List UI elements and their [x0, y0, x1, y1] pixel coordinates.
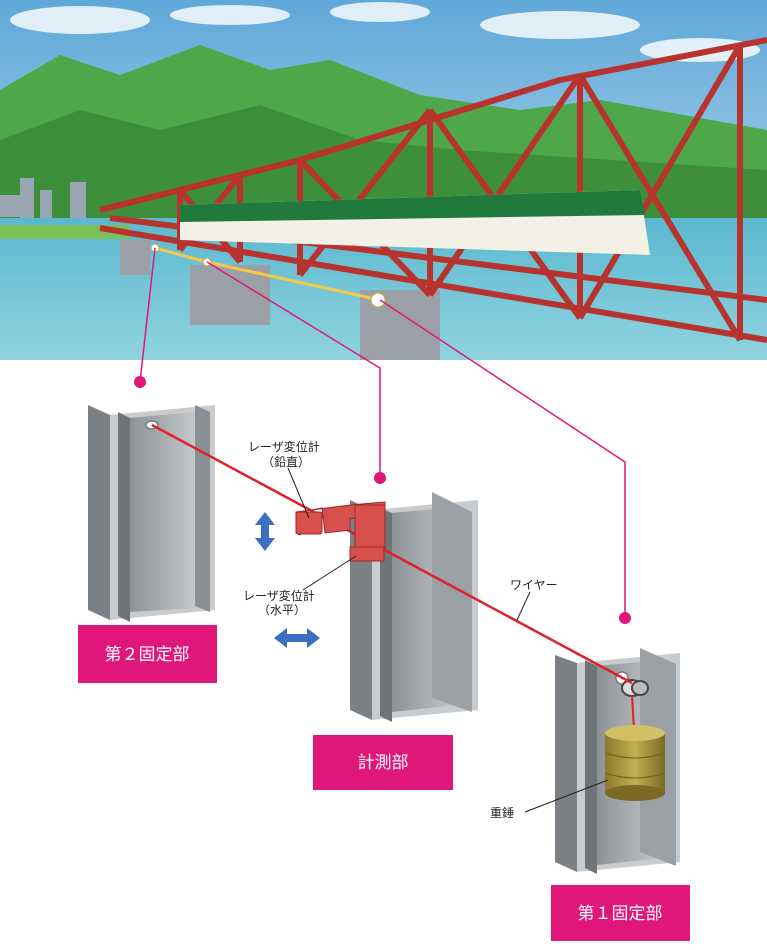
label-pointers — [287, 467, 609, 813]
laser-vertical-label: レーザ変位計 — [248, 439, 320, 454]
i-beam-measurement — [350, 492, 478, 722]
vertical-arrow-icon — [255, 512, 275, 551]
svg-text:第２固定部: 第２固定部 — [105, 645, 190, 665]
i-beam-second-fixed — [88, 405, 215, 622]
section-measurement: 計測部 — [313, 735, 453, 790]
laser-vertical-sublabel: （鉛直） — [262, 455, 310, 469]
i-beam-first-fixed — [555, 648, 680, 874]
laser-sensor-horizontal — [349, 546, 385, 562]
train — [180, 190, 650, 255]
wire — [151, 423, 633, 685]
leader-dots — [134, 376, 631, 624]
horizontal-arrow-icon — [274, 628, 320, 648]
laser-horizontal-sublabel: （水平） — [258, 603, 306, 617]
leader-lines — [139, 247, 626, 618]
section-second-fixed: 第２固定部 — [78, 625, 217, 683]
weight-label: 重錘 — [490, 805, 514, 820]
laser-sensor-vertical — [295, 501, 386, 550]
svg-text:計測部: 計測部 — [358, 753, 409, 773]
pulley — [621, 679, 649, 697]
svg-text:第１固定部: 第１固定部 — [578, 904, 663, 924]
bridge-illustration — [0, 0, 767, 360]
weight — [604, 725, 666, 801]
wire-label: ワイヤー — [510, 578, 558, 592]
laser-horizontal-label: レーザ変位計 — [243, 588, 315, 603]
section-first-fixed: 第１固定部 — [551, 885, 690, 941]
city-buildings — [0, 178, 86, 218]
